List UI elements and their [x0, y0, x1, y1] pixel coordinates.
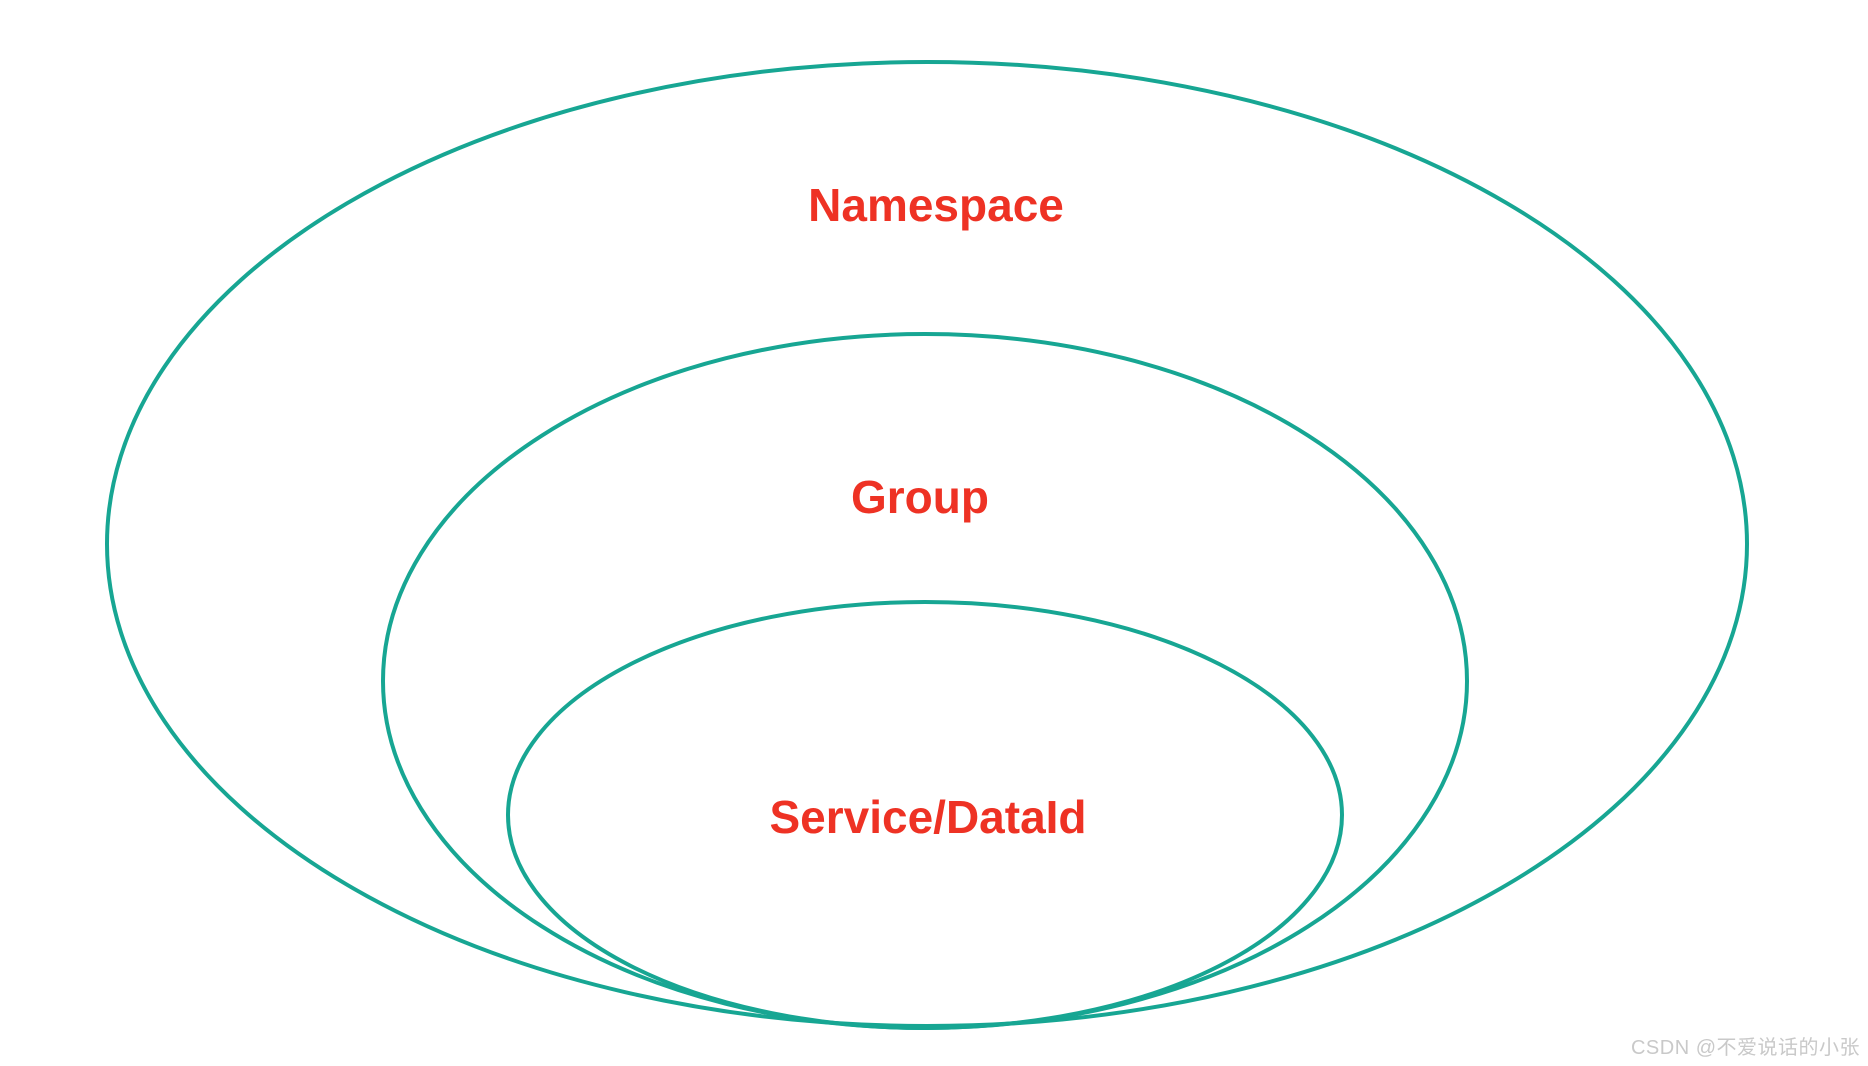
- service-dataid-ellipse: [506, 600, 1344, 1030]
- namespace-label: Namespace: [808, 179, 1064, 231]
- group-ellipse: [381, 332, 1469, 1030]
- watermark: CSDN @不爱说话的小张: [1630, 1037, 1860, 1059]
- group-label: Group: [851, 471, 989, 523]
- service-dataid-label: Service/DataId: [769, 791, 1086, 843]
